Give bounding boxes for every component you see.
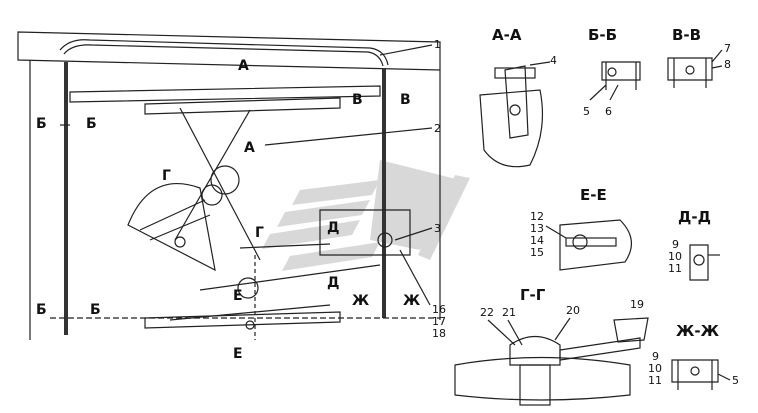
marker-g-bottom: Г: [255, 225, 264, 241]
marker-g-top: Г: [162, 168, 171, 184]
section-v-v-title: В-В: [672, 26, 701, 44]
marker-zh-right: Ж: [403, 293, 420, 309]
callout-5-zhzh: 5: [732, 374, 739, 387]
marker-v-left: В: [352, 92, 363, 108]
door-frame: [17, 31, 441, 340]
callout-4: 4: [550, 54, 557, 67]
callout-17: 17: [432, 315, 446, 328]
callout-1: 1: [434, 38, 441, 51]
callout-12: 12: [530, 210, 544, 223]
callout-3: 3: [434, 222, 441, 235]
callout-14: 14: [530, 234, 544, 247]
section-v-v: В-В 7 8: [667, 26, 731, 88]
marker-a-bottom: А: [244, 140, 255, 156]
section-g-g: Г-Г 22 21 20 19 9 10 11: [454, 286, 662, 406]
callout-2: 2: [434, 122, 441, 135]
callout-8: 8: [724, 58, 731, 71]
scissor-mechanism: [127, 107, 411, 330]
section-a-a: А-А 4: [479, 26, 557, 168]
leader-lines: [50, 44, 440, 340]
marker-b-right-bottom: Б: [90, 302, 101, 318]
callout-15: 15: [530, 246, 544, 259]
callout-11-gg: 11: [648, 374, 662, 387]
section-b-b: Б-Б 5 6: [583, 26, 641, 118]
marker-e-bottom: Е: [233, 346, 243, 362]
callout-9-dd: 9: [672, 238, 679, 251]
main-callouts: 1 2 3 16 17 18: [432, 38, 446, 340]
callout-20: 20: [566, 304, 580, 317]
callout-16: 16: [432, 303, 446, 316]
section-d-d-title: Д-Д: [678, 208, 711, 226]
marker-e-top: Е: [233, 288, 243, 304]
callout-19: 19: [630, 298, 644, 311]
section-markers: А А Б Б Б Б В В Г Г Д Д Е Е Ж Ж: [36, 58, 420, 362]
marker-v-right: В: [400, 92, 411, 108]
marker-a-top: А: [238, 58, 249, 74]
marker-d-top: Д: [327, 220, 339, 236]
section-zh-zh-title: Ж-Ж: [676, 322, 720, 340]
callout-10-gg: 10: [648, 362, 662, 375]
watermark-logo: [262, 160, 470, 271]
marker-b-right-top: Б: [86, 116, 97, 132]
callout-7: 7: [724, 42, 731, 55]
section-b-b-title: Б-Б: [588, 26, 617, 44]
callout-5-bb: 5: [583, 105, 590, 118]
callout-21: 21: [502, 306, 516, 319]
section-a-a-title: А-А: [492, 26, 522, 44]
callout-6: 6: [605, 105, 612, 118]
callout-22: 22: [480, 306, 494, 319]
section-e-e-title: Е-Е: [580, 186, 607, 204]
callout-10-dd: 10: [668, 250, 682, 263]
section-g-g-title: Г-Г: [520, 286, 546, 304]
marker-b-left-top: Б: [36, 116, 47, 132]
callout-11-dd: 11: [668, 262, 682, 275]
callout-13: 13: [530, 222, 544, 235]
section-d-d: Д-Д 9 10 11: [668, 208, 720, 281]
callout-9-gg: 9: [652, 350, 659, 363]
section-zh-zh: Ж-Ж 5: [671, 322, 739, 390]
marker-b-left-bottom: Б: [36, 302, 47, 318]
callout-18: 18: [432, 327, 446, 340]
section-e-e: Е-Е 12 13 14 15: [530, 186, 632, 271]
marker-zh-left: Ж: [352, 293, 369, 309]
marker-d-bottom: Д: [327, 275, 339, 291]
